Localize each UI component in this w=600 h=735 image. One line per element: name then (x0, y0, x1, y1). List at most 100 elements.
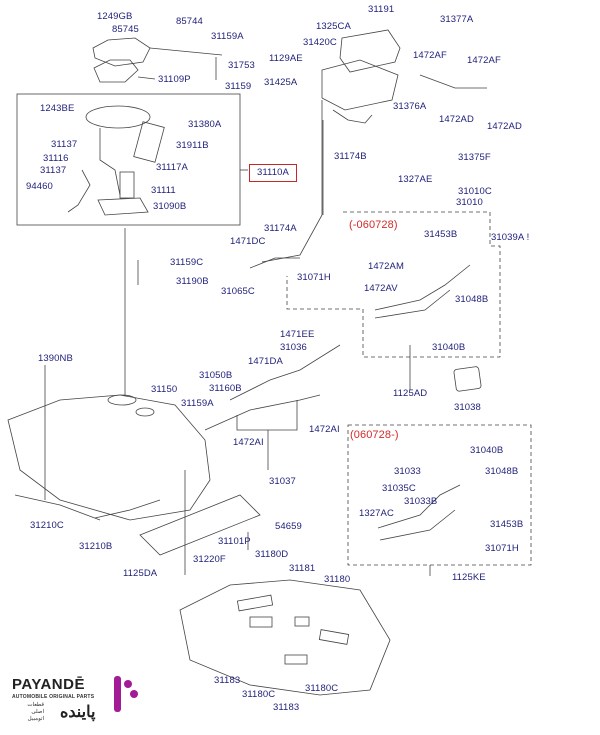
part-label-31174A[interactable]: 31174A (264, 223, 297, 234)
part-label-31071H[interactable]: 31071H (297, 272, 331, 283)
part-label-31036[interactable]: 31036 (280, 342, 307, 353)
callout-31110A[interactable]: 31110A (249, 164, 297, 182)
part-label-1471DC[interactable]: 1471DC (230, 236, 266, 247)
part-label-1472AF[interactable]: 1472AF (467, 55, 501, 66)
part-label-31375F[interactable]: 31375F (458, 152, 491, 163)
date-note-after-060728: (060728-) (350, 429, 399, 441)
part-label-31190B[interactable]: 31190B (176, 276, 209, 287)
filler-neck-upper (374, 264, 471, 319)
part-label-31180C[interactable]: 31180C (242, 689, 276, 700)
part-label-31425A[interactable]: 31425A (264, 77, 298, 88)
part-label-31040B[interactable]: 31040B (432, 342, 466, 353)
part-label-31191[interactable]: 31191 (368, 4, 395, 15)
payande-logo: PAYANDĒ AUTOMOBILE ORIGINAL PARTS قطعات … (12, 672, 142, 728)
part-label-31010[interactable]: 31010 (456, 197, 483, 208)
part-label-1129AE[interactable]: 1129AE (269, 53, 303, 64)
part-label-31137[interactable]: 31137 (51, 139, 78, 150)
part-label-1471EE[interactable]: 1471EE (280, 329, 315, 340)
part-label-31174B[interactable]: 31174B (334, 151, 367, 162)
part-label-31033B[interactable]: 31033B (404, 496, 438, 507)
part-label-31183[interactable]: 31183 (273, 702, 300, 713)
part-label-31150[interactable]: 31150 (151, 384, 178, 395)
part-label-1125DA[interactable]: 1125DA (123, 568, 158, 579)
part-label-1472AI[interactable]: 1472AI (309, 424, 340, 435)
part-label-94460[interactable]: 94460 (26, 181, 53, 192)
part-label-31210C[interactable]: 31210C (30, 520, 64, 531)
part-label-1327AE[interactable]: 1327AE (398, 174, 433, 185)
part-label-31035C[interactable]: 31035C (382, 483, 416, 494)
part-label-31159A[interactable]: 31159A (211, 31, 244, 42)
part-label-31380A[interactable]: 31380A (188, 119, 222, 130)
tank-strap-c (14, 494, 101, 521)
part-label-31116[interactable]: 31116 (43, 153, 69, 164)
logo-name: PAYANDĒ (12, 676, 85, 693)
part-label-31071H[interactable]: 31071H (485, 543, 519, 554)
part-label-31117A[interactable]: 31117A (156, 162, 188, 173)
part-label-31160B[interactable]: 31160B (209, 383, 242, 394)
part-label-31220F[interactable]: 31220F (193, 554, 226, 565)
breather-hose (204, 394, 321, 431)
part-label-31181[interactable]: 31181 (289, 563, 316, 574)
part-label-31010C[interactable]: 31010C (458, 186, 492, 197)
part-label-31180[interactable]: 31180 (324, 574, 351, 585)
part-label-1472AD[interactable]: 1472AD (487, 121, 522, 132)
part-label-31050B[interactable]: 31050B (199, 370, 233, 381)
part-label-31420C[interactable]: 31420C (303, 37, 337, 48)
part-label-31137[interactable]: 31137 (40, 165, 67, 176)
canister (339, 29, 401, 73)
part-label-31048B[interactable]: 31048B (455, 294, 489, 305)
canister-bracket (321, 59, 399, 111)
part-label-1390NB[interactable]: 1390NB (38, 353, 73, 364)
part-label-31065C[interactable]: 31065C (221, 286, 255, 297)
part-label-31040B[interactable]: 31040B (470, 445, 504, 456)
part-label-31090B[interactable]: 31090B (153, 201, 187, 212)
part-label-1125AD[interactable]: 1125AD (393, 388, 428, 399)
part-label-31101P[interactable]: 31101P (218, 536, 251, 547)
part-label-31753[interactable]: 31753 (228, 60, 255, 71)
part-label-31453B[interactable]: 31453B (424, 229, 458, 240)
part-label-1325CA[interactable]: 1325CA (316, 21, 351, 32)
part-label-1472AF[interactable]: 1472AF (413, 50, 447, 61)
fuel-pump (119, 171, 135, 199)
part-label-31376A[interactable]: 31376A (393, 101, 427, 112)
part-label-31048B[interactable]: 31048B (485, 466, 519, 477)
pump-reservoir (97, 197, 149, 216)
part-label-1472AM[interactable]: 1472AM (368, 261, 404, 272)
part-label-31183[interactable]: 31183 (214, 675, 241, 686)
part-label-1243BE[interactable]: 1243BE (40, 103, 75, 114)
part-label-31039A[interactable]: 31039A ! (491, 232, 530, 243)
part-label-1472AI[interactable]: 1472AI (233, 437, 264, 448)
part-label-31180D[interactable]: 31180D (255, 549, 289, 560)
part-label-54659[interactable]: 54659 (275, 521, 302, 532)
part-label-31180C[interactable]: 31180C (305, 683, 339, 694)
part-label-1327AC[interactable]: 1327AC (359, 508, 394, 519)
part-label-31038[interactable]: 31038 (454, 402, 481, 413)
filler-neck-a (249, 257, 300, 269)
part-label-31111[interactable]: 31111 (151, 185, 176, 196)
part-label-31453B[interactable]: 31453B (490, 519, 524, 530)
part-label-31109P[interactable]: 31109P (158, 74, 191, 85)
logo-mark-bar-icon (114, 676, 121, 712)
part-label-1472AV[interactable]: 1472AV (364, 283, 398, 294)
part-label-1472AD[interactable]: 1472AD (439, 114, 474, 125)
part-label-31377A[interactable]: 31377A (440, 14, 474, 25)
part-label-31159C[interactable]: 31159C (170, 257, 204, 268)
part-label-1471DA[interactable]: 1471DA (248, 356, 283, 367)
canister-link (261, 100, 323, 263)
part-label-1249GB[interactable]: 1249GB (97, 11, 133, 22)
service-cover-plate (92, 37, 151, 67)
part-label-31159[interactable]: 31159 (225, 81, 252, 92)
part-label-31911B[interactable]: 31911B (176, 140, 209, 151)
part-label-31159A[interactable]: 31159A (181, 398, 214, 409)
logo-mark-dot-icon (124, 680, 132, 688)
part-label-85744[interactable]: 85744 (176, 16, 203, 27)
part-label-31033[interactable]: 31033 (394, 466, 421, 477)
filler-hose (229, 344, 341, 401)
part-label-31037[interactable]: 31037 (269, 476, 296, 487)
logo-mark-dot-icon (130, 690, 138, 698)
part-label-31210B[interactable]: 31210B (79, 541, 113, 552)
part-label-85745[interactable]: 85745 (112, 24, 139, 35)
part-label-1125KE[interactable]: 1125KE (452, 572, 486, 583)
fuel-tank-lower (179, 579, 391, 696)
